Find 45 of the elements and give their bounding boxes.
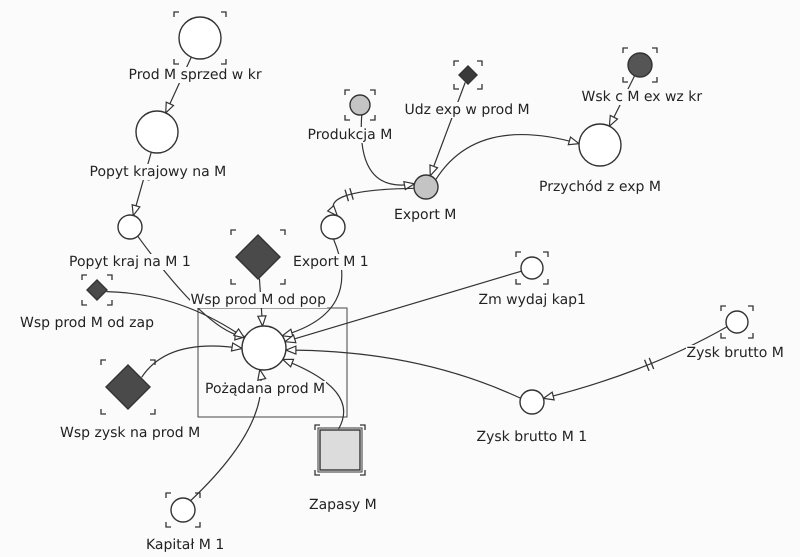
variable-node xyxy=(19,274,155,331)
variable-label: Przychód z exp M xyxy=(538,179,662,195)
variable-node xyxy=(128,11,262,83)
variable-label: Produkcja M xyxy=(306,127,394,143)
variable-node xyxy=(292,214,370,270)
arrow xyxy=(328,188,414,216)
variable-node xyxy=(145,492,225,553)
arrow xyxy=(285,346,521,399)
variable-node xyxy=(308,424,378,513)
variable-label: Udz exp w prod M xyxy=(404,102,531,118)
variable-label: Wsp prod M od zap xyxy=(19,315,155,331)
arrow xyxy=(282,238,342,338)
variable-node xyxy=(476,389,588,445)
variable-label: Pożądana prod M xyxy=(204,381,326,397)
variable-node xyxy=(393,174,457,223)
variable-label: Zysk brutto M xyxy=(686,345,785,361)
variable-label: Popyt krajowy na M xyxy=(88,164,228,180)
variable-label: Zysk brutto M 1 xyxy=(476,429,588,445)
variable-label: Wsp zysk na prod M xyxy=(59,425,202,441)
variable-node xyxy=(204,325,326,397)
variable-label: Wsk c M ex wz kr xyxy=(580,89,704,105)
arrow xyxy=(542,326,728,400)
variable-label: Export M xyxy=(393,207,458,223)
variable-node xyxy=(580,47,704,105)
variable-node xyxy=(306,89,394,143)
variable-label: Zm wydaj kap1 xyxy=(478,292,587,308)
variable-node xyxy=(538,123,662,195)
variable-node xyxy=(59,359,201,441)
variable-label: Export M 1 xyxy=(292,254,370,270)
arrow xyxy=(106,291,246,339)
arrow xyxy=(190,369,266,502)
variable-node xyxy=(686,305,784,361)
variable-node xyxy=(88,110,228,180)
arrow xyxy=(435,134,580,180)
variable-label: Prod M sprzed w kr xyxy=(128,67,263,83)
variable-node xyxy=(478,251,586,308)
arrow xyxy=(282,358,344,430)
arrow xyxy=(284,270,522,344)
variable-node xyxy=(68,214,192,270)
variable-label: Popyt kraj na M 1 xyxy=(68,254,192,270)
variable-node xyxy=(404,60,530,118)
variable-label: Wsp prod M od pop xyxy=(190,292,327,308)
arrow xyxy=(141,342,243,378)
variable-label: Zapasy M xyxy=(308,497,378,513)
variable-label: Kapitał M 1 xyxy=(145,537,226,553)
